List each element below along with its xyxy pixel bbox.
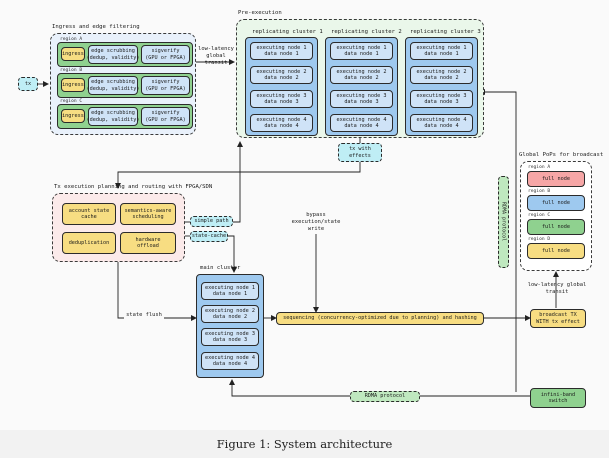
account-state-cache-node: account state cache <box>62 203 116 225</box>
pop-region-label: region D <box>528 237 551 242</box>
full-node: full node <box>527 243 585 259</box>
executing-node: executing node 1 data node 1 <box>250 42 313 60</box>
edge-scrubbing-node: edge scrubbing (dedup, validity) <box>86 45 140 64</box>
ingress-group-title: Ingress and edge filtering <box>52 24 140 30</box>
figure-caption: Figure 1: System architecture <box>0 430 609 458</box>
executing-node: executing node 2 data node 2 <box>250 66 313 84</box>
infiniband-switch-node: infini-band switch <box>530 388 586 408</box>
executing-node: executing node 3 data node 3 <box>250 90 313 108</box>
executing-node: executing node 2 data node 2 <box>201 305 259 323</box>
edge-switch-to-main <box>229 379 530 397</box>
pop-region-label: region C <box>528 213 551 218</box>
executing-node: executing node 1 data node 1 <box>410 42 473 60</box>
edge-scrubbing-node: edge scrubbing (dedup, validity) <box>86 107 140 126</box>
executing-node: executing node 4 data node 4 <box>330 114 393 132</box>
ingress-region-label: region A <box>60 37 83 42</box>
pre-execution-title: Pre-execution <box>238 10 282 16</box>
edge-statecache-to-main <box>228 235 237 273</box>
full-node: full node <box>527 195 585 211</box>
edge-layer <box>38 59 559 397</box>
pop-region-label: region B <box>528 189 551 194</box>
state-cache-label: state-cache <box>190 231 228 242</box>
executing-node: executing node 3 data node 3 <box>410 90 473 108</box>
deduplication-node: deduplication <box>62 232 116 254</box>
executing-node: executing node 4 data node 4 <box>410 114 473 132</box>
edge-effects-to-planning <box>115 162 361 189</box>
architecture-diagram: tx Ingress and edge filtering region A i… <box>18 10 604 408</box>
executing-node: executing node 2 data node 2 <box>410 66 473 84</box>
low-latency-global-transit-label: low-latency global transit <box>527 282 587 295</box>
edge-scrubbing-node: edge scrubbing (dedup, validity) <box>86 76 140 95</box>
broadcast-node: broadcast TX WITH tx effect <box>530 309 586 328</box>
sequencing-node: sequencing (concurrency-optimized due to… <box>276 312 484 325</box>
tx-with-effects-node: tx with effects <box>338 143 382 162</box>
cluster-title: replicating cluster 3 <box>410 29 481 35</box>
low-latency-transit-label: low-latency global transit <box>198 46 234 66</box>
ingress-node: ingress <box>61 47 85 61</box>
executing-node: executing node 2 data node 2 <box>330 66 393 84</box>
rdma-protocol-vertical: RDMA protocol <box>498 176 509 268</box>
ingress-node: ingress <box>61 109 85 123</box>
main-cluster-title: main cluster <box>200 265 241 271</box>
ingress-region-label: region B <box>60 68 83 73</box>
edge-switch-to-preexec <box>479 89 517 392</box>
edge-planning-to-main <box>117 262 197 321</box>
executing-node: executing node 3 data node 3 <box>330 90 393 108</box>
full-node: full node <box>527 219 585 235</box>
tx-input: tx <box>18 77 38 91</box>
full-node: full node <box>527 171 585 187</box>
bypass-label: bypass execution/state write <box>291 212 341 232</box>
rdma-protocol-horizontal: RDMA protocol <box>350 391 420 402</box>
pop-region-label: region A <box>528 165 551 170</box>
state-flush-label: state flush <box>124 312 164 319</box>
simple-path-label: simple path <box>190 216 233 227</box>
executing-node: executing node 3 data node 3 <box>201 328 259 346</box>
sigverify-node: sigverify (GPU or FPGA) <box>141 107 190 126</box>
executing-node: executing node 4 data node 4 <box>250 114 313 132</box>
cluster-title: replicating cluster 2 <box>331 29 402 35</box>
semantics-aware-scheduling-node: semantics-aware scheduling <box>120 203 176 225</box>
cluster-title: replicating cluster 1 <box>252 29 323 35</box>
edge-simplepath-to-preexec <box>233 141 243 223</box>
executing-node: executing node 1 data node 1 <box>330 42 393 60</box>
executing-node: executing node 1 data node 1 <box>201 282 259 300</box>
hardware-offload-node: hardware offload <box>120 232 176 254</box>
ingress-region-label: region C <box>60 99 83 104</box>
executing-node: executing node 4 data node 4 <box>201 352 259 370</box>
planning-group-title: Tx execution planning and routing with F… <box>54 184 213 190</box>
ingress-node: ingress <box>61 78 85 92</box>
sigverify-node: sigverify (GPU or FPGA) <box>141 45 190 64</box>
sigverify-node: sigverify (GPU or FPGA) <box>141 76 190 95</box>
global-pops-title: Global PoPs for broadcast <box>519 152 604 158</box>
